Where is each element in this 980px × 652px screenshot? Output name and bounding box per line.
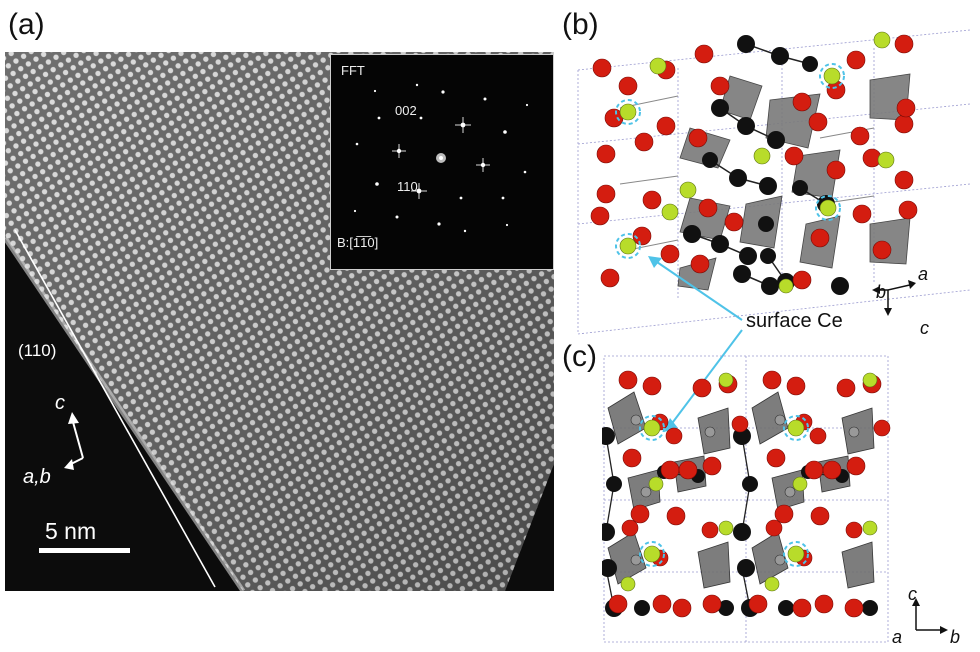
struct-b-axis-b: b [876, 282, 887, 302]
crystal-structure-b [577, 29, 971, 335]
scale-bar [39, 548, 130, 553]
struct-c-axis-b: b [950, 627, 961, 647]
struct-b-axis-c: c [920, 318, 929, 338]
panel-label-b: (b) [562, 8, 599, 41]
scale-bar-label: 5 nm [45, 518, 97, 544]
fft-spot-002: 002 [395, 103, 417, 118]
struct-b-axis-a: a [918, 264, 929, 284]
fft-spot-110: 110 [397, 179, 418, 194]
fft-pattern [353, 83, 529, 233]
axis-ab-label: a,b [23, 466, 51, 488]
struct-c-axis-a: a [892, 627, 903, 647]
struct-c-axis-c: c [908, 584, 917, 604]
fft-title: FFT [341, 63, 365, 78]
panel-label-a: (a) [8, 8, 45, 41]
surface-ce-arrows [648, 256, 743, 432]
crystal-structure-c [602, 355, 891, 643]
facet-label: (110) [18, 341, 57, 360]
panel-label-c: (c) [562, 340, 597, 373]
fft-beam-direction: B:[1̅1̅0] [337, 235, 379, 250]
struct-c-axes [912, 598, 948, 634]
fft-inset: FFT 002 110 B:[1̅1̅0] [330, 54, 554, 270]
surface-ce-label: surface Ce [746, 310, 843, 332]
axis-c-label: c [55, 392, 65, 414]
facet-line [14, 229, 216, 588]
